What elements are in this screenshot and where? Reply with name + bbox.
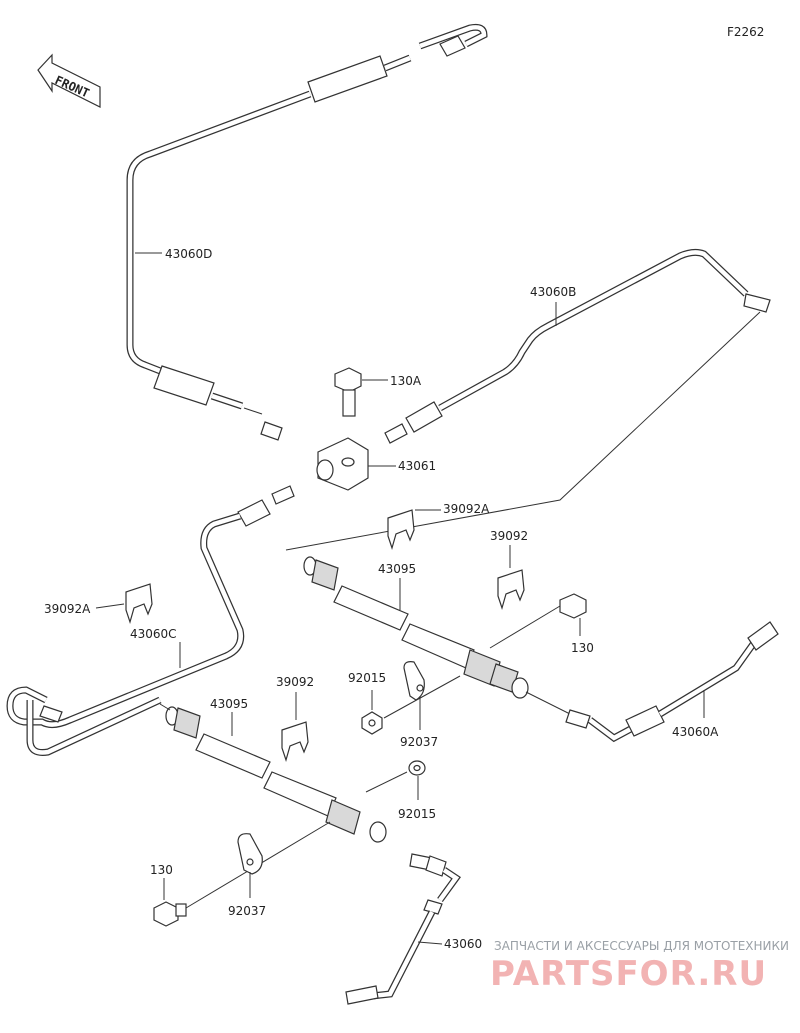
brake-pipe-43060B [384,248,771,444]
label-92015-upper: 92015 [348,671,386,685]
label-92037-upper: 92037 [400,735,438,749]
bolt-130-left-icon [153,901,187,927]
label-39092A-upper: 39092A [443,502,490,516]
clip-39092-lower-icon [281,721,309,763]
clip-39092-icon [497,569,525,611]
bolt-130-right-icon [559,593,587,619]
watermark-logo: PARTSFOR.RU [490,954,767,994]
brake-pipe-43060C [6,485,295,756]
label-39092-upper: 39092 [490,529,528,543]
clamp-92037-lower-icon [237,833,263,875]
label-130-right: 130 [571,641,594,655]
front-arrow-icon: FRONT [37,53,101,108]
bolt-130A-icon [334,367,362,417]
label-130A: 130A [390,374,422,388]
label-43061: 43061 [398,459,436,473]
label-39092A-left: 39092A [44,602,91,616]
figure-code: F2262 [727,25,764,39]
brake-pipe-43060A [565,621,779,743]
label-43060A: 43060A [672,725,719,739]
watermark-tagline: ЗАПЧАСТИ И АКСЕССУАРЫ ДЛЯ МОТОТЕХНИКИ [494,939,789,953]
clip-39092A-left-icon [125,583,153,625]
brake-pipe-43060 [345,853,461,1005]
nut-92015-upper-icon [361,711,383,735]
label-43060C: 43060C [130,627,177,641]
label-92037-lower: 92037 [228,904,266,918]
brake-hose-43095-upper [303,556,571,715]
label-43060D: 43060D [165,247,212,261]
label-92015-lower: 92015 [398,807,436,821]
label-39092-lower: 39092 [276,675,314,689]
clip-39092A-icon [387,509,415,551]
label-43060B: 43060B [530,285,576,299]
clamp-92037-upper-icon [403,661,425,701]
label-130-left: 130 [150,863,173,877]
label-43095-upper: 43095 [378,562,416,576]
brake-pipe-43060D [126,23,488,441]
label-43060: 43060 [444,937,482,951]
washer-92015-lower-icon [408,760,426,776]
label-43095-lower: 43095 [210,697,248,711]
brake-hose-43095-lower [159,703,387,843]
joint-43061-icon [316,437,369,491]
